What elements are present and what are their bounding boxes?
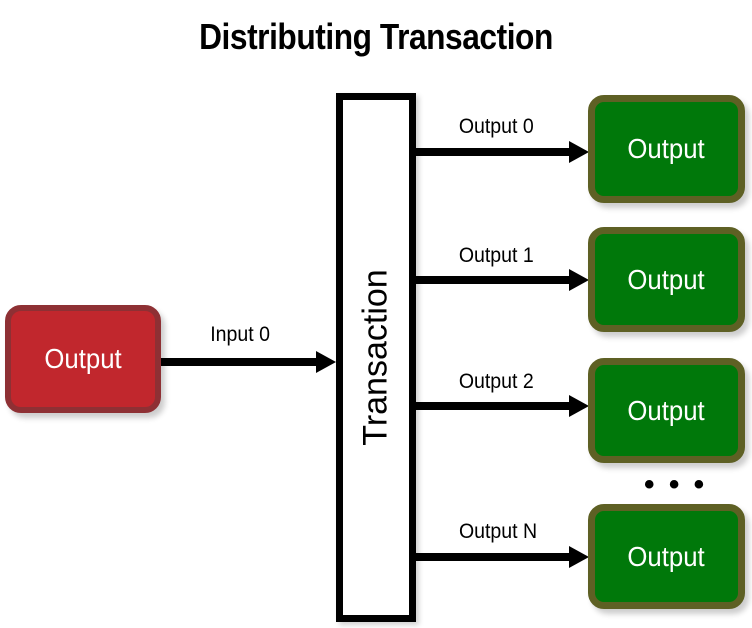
output-arrow-n-shaft <box>416 553 572 561</box>
input-node-label: Output <box>44 343 122 374</box>
output-node-1-label: Output <box>627 263 706 295</box>
input-arrow-0-head <box>316 351 336 373</box>
output-node-2-label: Output <box>627 394 706 426</box>
output-node-n[interactable]: Output <box>588 504 745 609</box>
transaction-node-label-wrapper: Transaction <box>343 100 409 615</box>
output-arrow-2-shaft <box>416 402 572 410</box>
input-arrow-0-label: Input 0 <box>210 323 270 346</box>
output-arrow-1-shaft <box>416 276 572 284</box>
input-node-output[interactable]: Output <box>5 305 161 413</box>
output-node-n-label: Output <box>627 540 706 572</box>
output-arrow-1-label: Output 1 <box>458 244 534 267</box>
output-arrow-1-head <box>569 269 589 291</box>
output-node-2[interactable]: Output <box>588 358 745 463</box>
output-arrow-2-head <box>569 395 589 417</box>
output-arrow-n-label: Output N <box>458 520 538 543</box>
output-node-0[interactable]: Output <box>588 95 745 203</box>
diagram-title: Distributing Transaction <box>199 16 553 57</box>
output-node-0-label: Output <box>627 133 706 164</box>
output-node-1[interactable]: Output <box>588 227 745 332</box>
output-arrow-2-label: Output 2 <box>458 370 534 393</box>
transaction-node[interactable]: Transaction <box>336 93 416 622</box>
output-arrow-0-shaft <box>416 148 572 156</box>
output-arrow-n-head <box>569 546 589 568</box>
transaction-node-label: Transaction <box>356 269 395 446</box>
input-arrow-0-shaft <box>161 358 319 366</box>
output-arrow-0-label: Output 0 <box>458 115 534 138</box>
ellipsis-indicator: • • • <box>644 468 708 501</box>
output-arrow-0-head <box>569 141 589 163</box>
